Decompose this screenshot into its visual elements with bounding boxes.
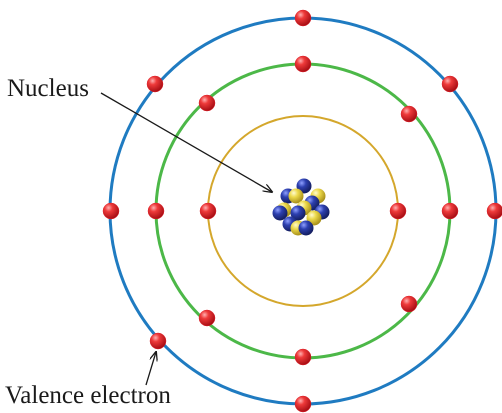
electron [294, 9, 312, 27]
electron [294, 55, 312, 73]
nucleus [272, 178, 330, 236]
electrons [102, 9, 502, 413]
electron [146, 75, 164, 93]
electron [149, 332, 167, 350]
nucleus-pointer-arrow [100, 92, 272, 192]
valence-electron-label: Valence electron [5, 382, 171, 409]
electron [199, 202, 217, 220]
electron [441, 75, 459, 93]
neutron [272, 205, 288, 221]
electron [441, 202, 459, 220]
electron [198, 94, 216, 112]
electron [198, 309, 216, 327]
electron [294, 348, 312, 366]
electron [400, 105, 418, 123]
electron [294, 395, 312, 413]
nucleus-label: Nucleus [7, 75, 89, 102]
electron [486, 202, 502, 220]
neutron [296, 178, 312, 194]
neutron [290, 205, 306, 221]
valence-electron-pointer-arrow [145, 352, 156, 386]
neutron [298, 220, 314, 236]
electron [102, 202, 120, 220]
proton [306, 210, 322, 226]
electron [389, 202, 407, 220]
electron [400, 295, 418, 313]
electron [147, 202, 165, 220]
proton [288, 188, 304, 204]
